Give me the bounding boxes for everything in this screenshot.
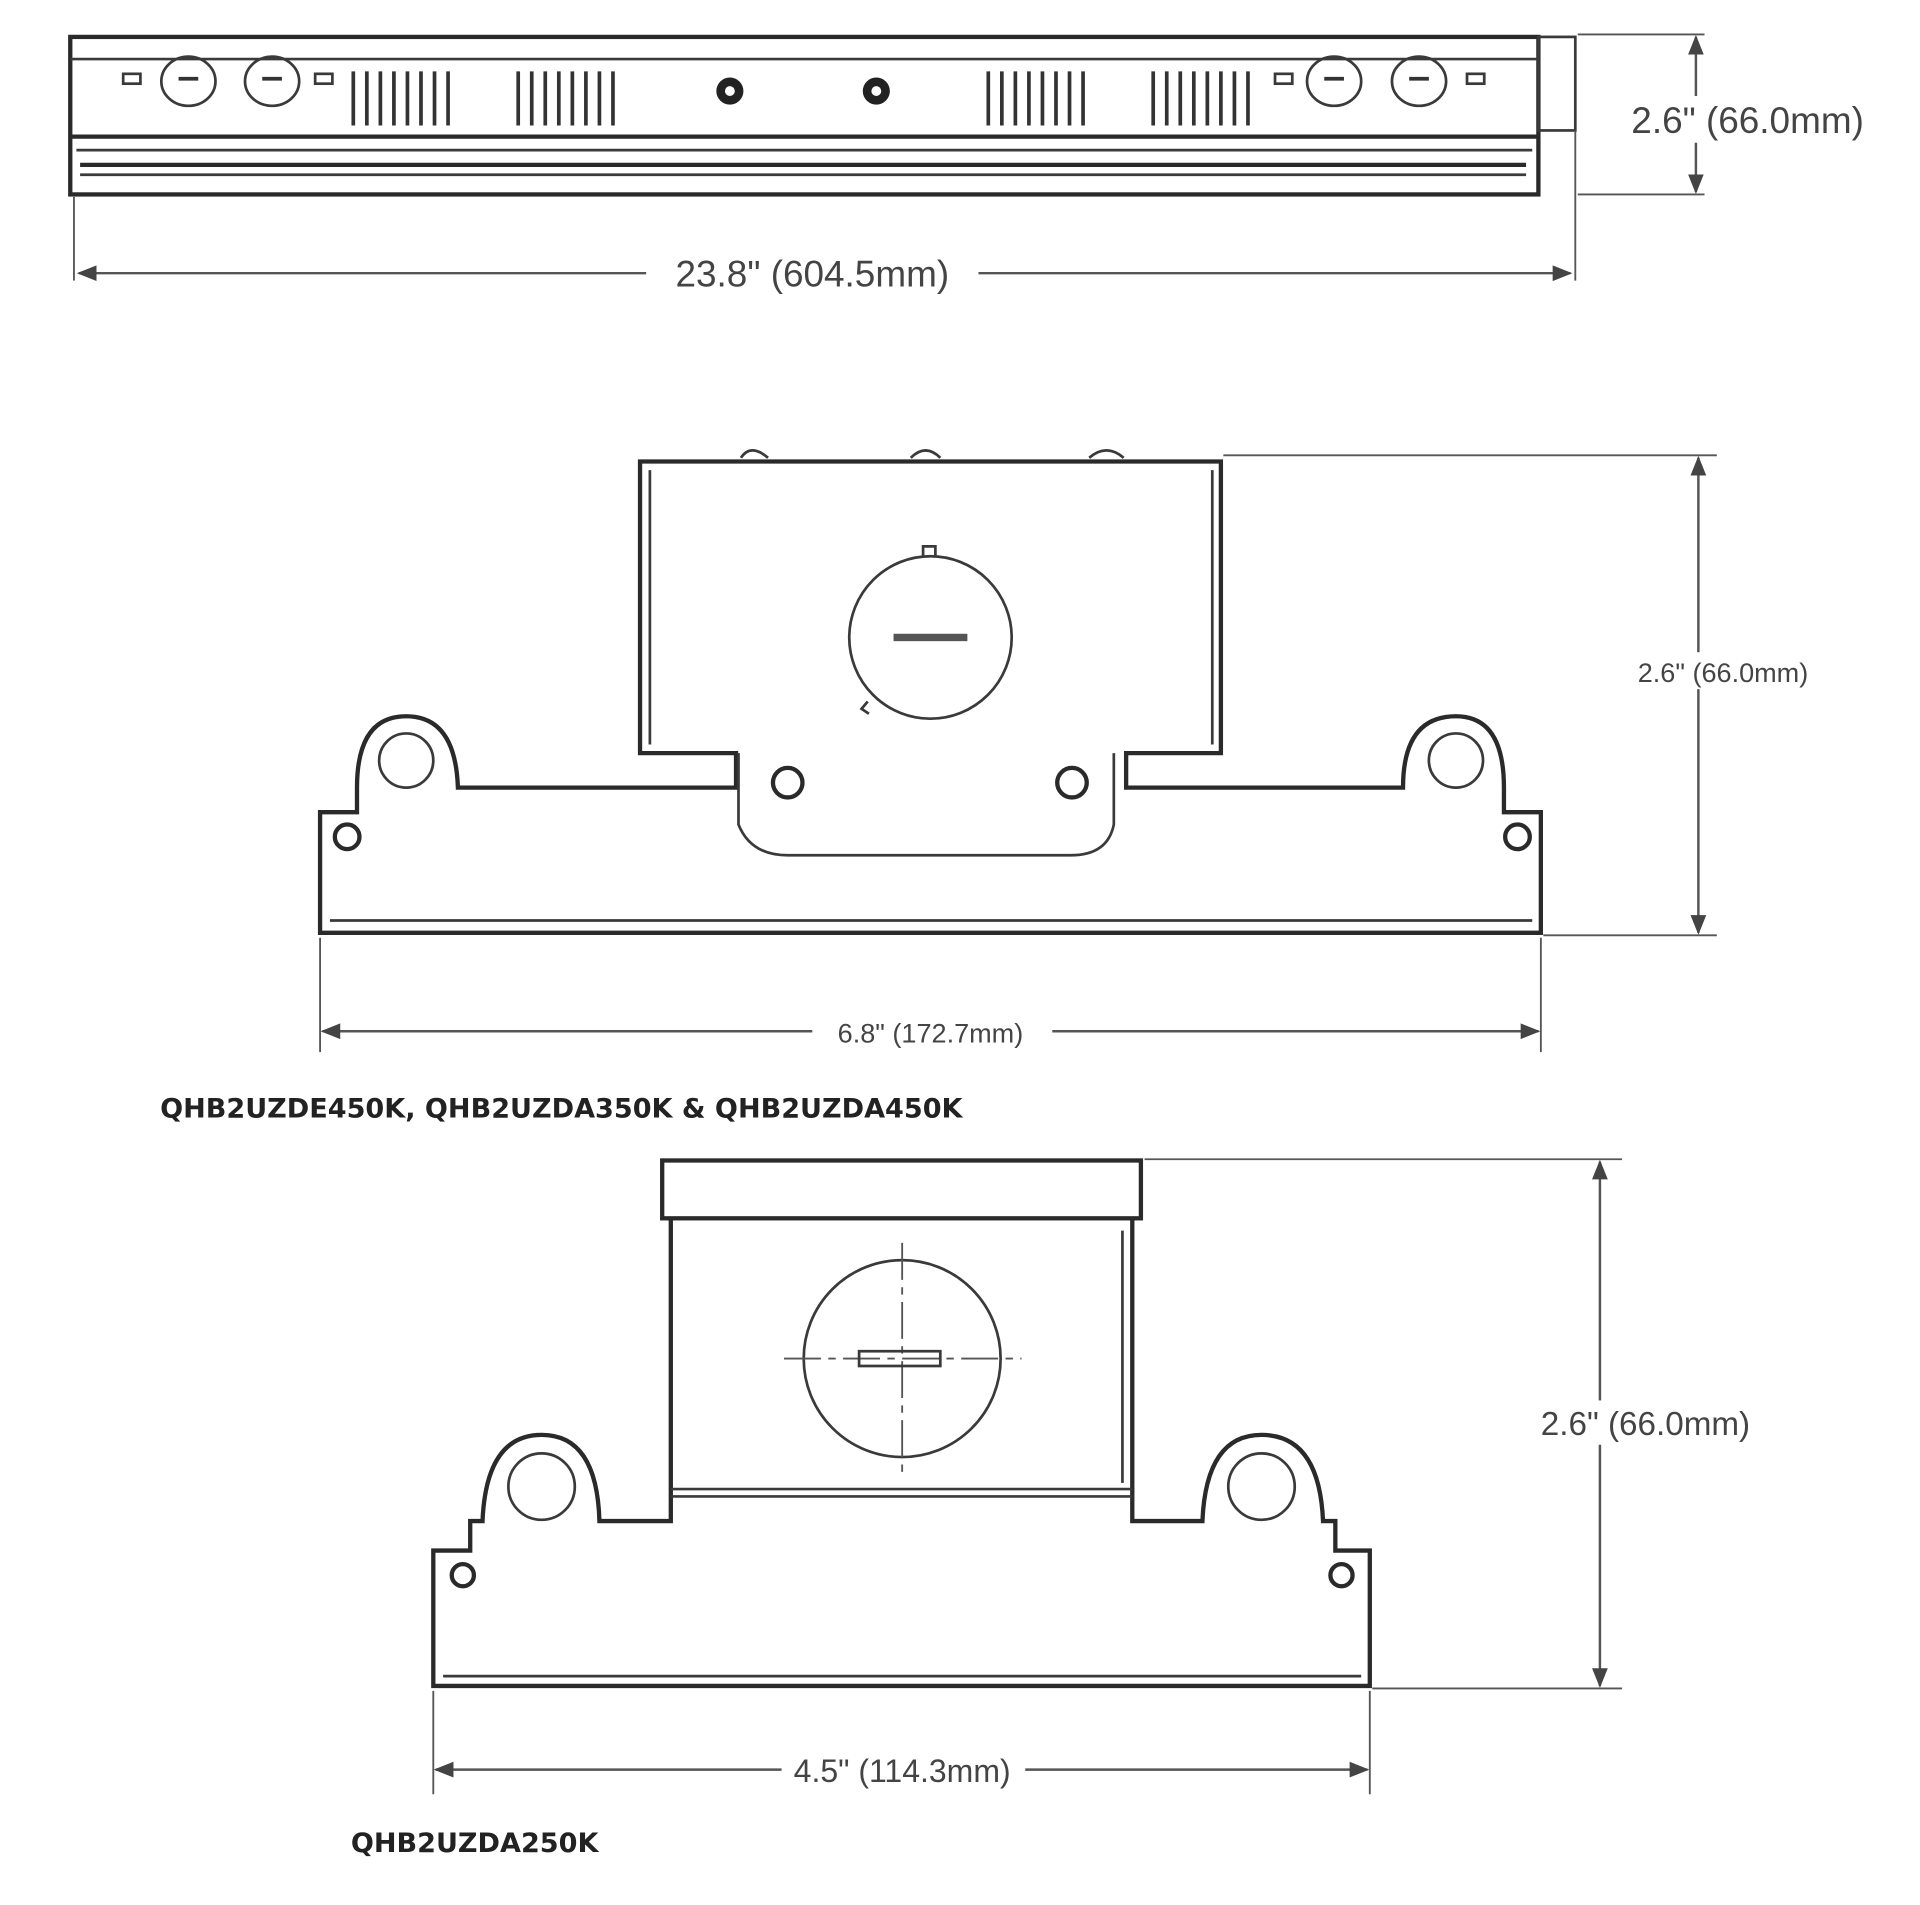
length-dimension: 23.8" (604.5mm): [676, 254, 950, 295]
model-label: QHB2UZDE450K, QHB2UZDA350K & QHB2UZDA450…: [160, 1093, 963, 1124]
width-dimension: 6.8" (172.7mm): [838, 1017, 1024, 1048]
height-dimension: 2.6" (66.0mm): [1638, 657, 1809, 688]
width-dimension: 4.5" (114.3mm): [794, 1753, 1011, 1789]
height-dimension: 2.6" (66.0mm): [1541, 1406, 1750, 1443]
vent-slots: [351, 71, 1250, 126]
fixture-side-view: 2.6" (66.0mm) 23.8" (604.5mm): [68, 33, 1883, 296]
mounting-holes: [121, 55, 1486, 108]
end-view-large: 2.6" (66.0mm) 6.8" (172.7mm) QHB2UZDE450…: [160, 449, 1826, 1124]
height-dimension: 2.6" (66.0mm): [1631, 100, 1864, 141]
end-view-small: 2.6" (66.0mm) 4.5" (114.3mm) QHB2UZDA250…: [351, 1158, 1760, 1859]
model-label: QHB2UZDA250K: [351, 1828, 600, 1859]
screws: [332, 765, 1532, 852]
